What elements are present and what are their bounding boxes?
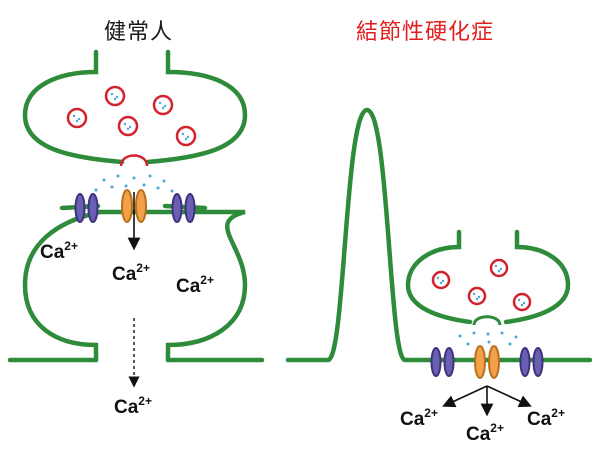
vesicle xyxy=(104,85,126,107)
channel-purple xyxy=(519,347,531,377)
healthy-ca-label: Ca2+ xyxy=(112,261,150,285)
vesicle xyxy=(152,94,174,116)
vesicle xyxy=(66,107,88,129)
tsc-ca-label: Ca2+ xyxy=(527,406,565,430)
channel-purple xyxy=(532,347,544,377)
healthy-channels xyxy=(74,189,196,223)
tsc-influx-arrow-left xyxy=(442,385,488,408)
vesicle xyxy=(512,292,532,312)
healthy-fusing-vesicle xyxy=(119,154,149,167)
healthy-ca-label: Ca2+ xyxy=(40,239,78,263)
vesicle xyxy=(467,286,487,306)
healthy-vesicle-dots xyxy=(72,92,190,141)
healthy-postsynaptic-membrane xyxy=(22,209,248,363)
tsc-ca-label: Ca2+ xyxy=(400,406,438,430)
tsc-synapse: Ca2+ Ca2+ Ca2+ xyxy=(285,107,593,445)
healthy-ca-label: Ca2+ xyxy=(176,273,214,297)
tsc-ca-label: Ca2+ xyxy=(466,421,504,445)
healthy-presynaptic-membrane xyxy=(22,49,248,165)
tsc-panel-title: 結節性硬化症 xyxy=(356,20,495,45)
vesicle xyxy=(117,115,139,137)
tsc-fusing-vesicle xyxy=(472,315,502,326)
tsc-vesicles xyxy=(431,258,532,312)
channel-orange xyxy=(474,345,486,379)
vesicle xyxy=(489,258,509,278)
channel-purple xyxy=(171,193,183,223)
channel-purple xyxy=(430,347,442,377)
healthy-released-transmitter xyxy=(94,174,174,193)
channel-orange xyxy=(135,189,147,223)
healthy-ca-label: Ca2+ xyxy=(114,394,152,418)
tsc-vesicle-dots xyxy=(436,264,526,307)
channel-purple xyxy=(443,347,455,377)
tsc-presynaptic-membrane xyxy=(405,229,571,325)
vesicle xyxy=(431,270,451,290)
channel-orange xyxy=(488,345,500,379)
tsc-influx-arrows xyxy=(442,385,532,417)
healthy-synapse: Ca2+ Ca2+ Ca2+ Ca2+ xyxy=(7,49,265,418)
vesicle xyxy=(175,125,197,147)
tsc-channels xyxy=(430,345,544,379)
tsc-influx-arrow-right xyxy=(486,385,532,408)
healthy-vesicles xyxy=(66,85,197,147)
channel-purple xyxy=(184,193,196,223)
channel-purple xyxy=(74,193,86,223)
healthy-panel-title: 健常人 xyxy=(104,20,174,45)
tsc-released-transmitter xyxy=(458,331,518,346)
tsc-action-potential xyxy=(285,107,593,363)
channel-purple xyxy=(87,193,99,223)
channel-orange xyxy=(121,189,133,223)
